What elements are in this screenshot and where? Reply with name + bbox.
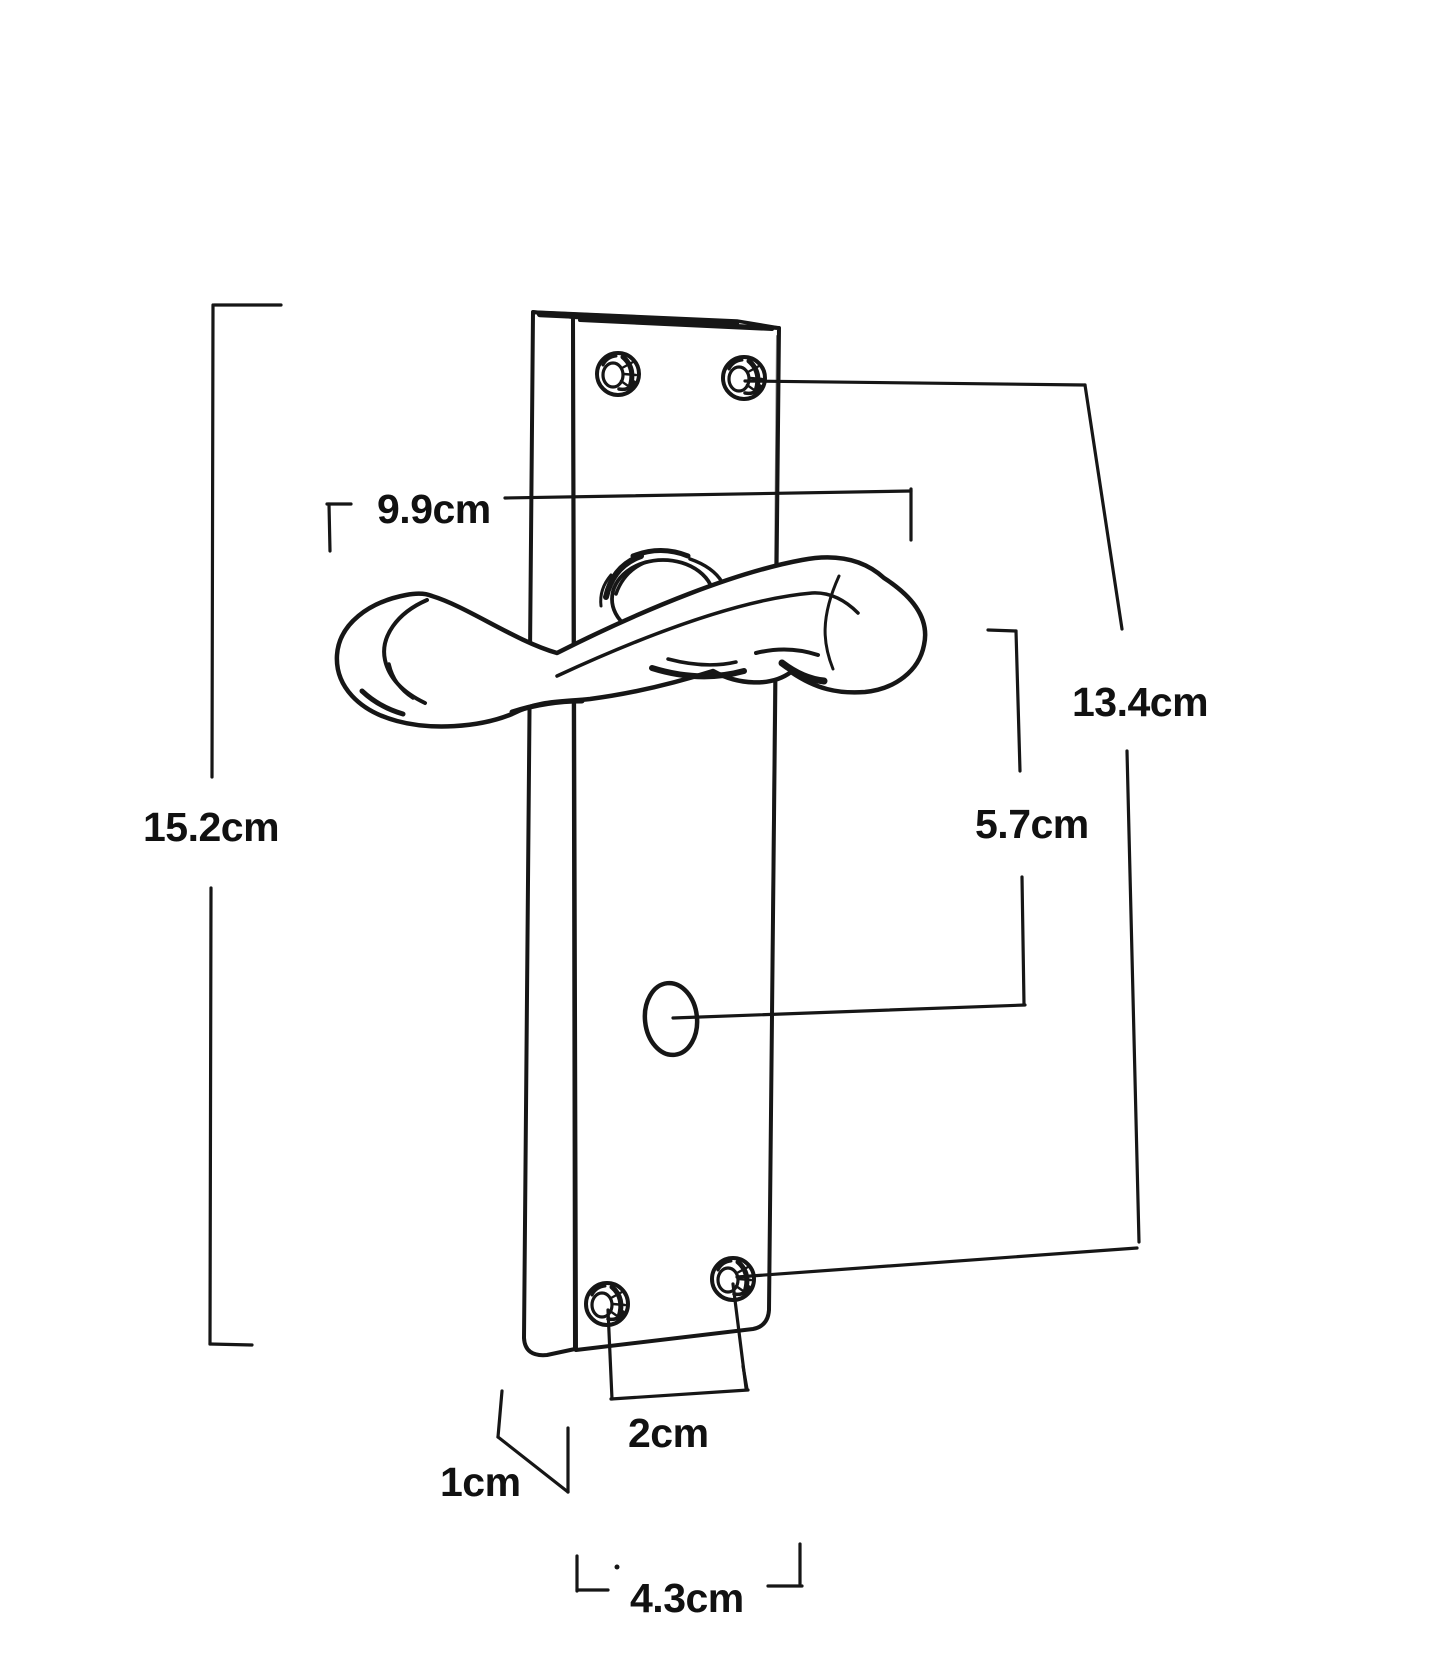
lever-grip-crease <box>555 591 860 678</box>
screw-top-right <box>723 357 765 399</box>
label-plate-width: 4.3cm <box>630 1575 744 1621</box>
dim-plate-width <box>575 1542 804 1593</box>
stray-dot <box>614 1564 620 1570</box>
lever-knob-crease <box>823 574 841 671</box>
label-bottom-screw-spacing: 2cm <box>628 1410 709 1456</box>
lever-handle <box>334 548 928 729</box>
backplate <box>522 310 781 1358</box>
dim-lever-length <box>325 487 913 553</box>
screw-top-left <box>597 353 639 395</box>
backplate-top-edge-sketch <box>536 310 740 327</box>
backplate-side-face <box>522 310 577 1358</box>
label-screw-centres: 13.4cm <box>1072 679 1208 725</box>
dim-plate-thickness <box>496 1389 570 1494</box>
label-plate-thickness: 1cm <box>440 1459 521 1505</box>
backplate-top-edge-sketch2 <box>578 318 774 331</box>
dim-bottom-screw-spacing <box>606 1282 750 1401</box>
dim-screw-centres <box>735 379 1141 1279</box>
backplate-front-face <box>571 315 781 1352</box>
lever-shading <box>359 647 828 717</box>
dim-lever-to-hole <box>671 628 1027 1020</box>
label-plate-height: 15.2cm <box>143 804 279 850</box>
backplate-right-edge-sketch <box>768 335 778 1301</box>
label-lever-to-hole: 5.7cm <box>975 801 1089 847</box>
label-lever-length: 9.9cm <box>377 486 491 532</box>
dim-plate-height <box>208 303 283 1347</box>
